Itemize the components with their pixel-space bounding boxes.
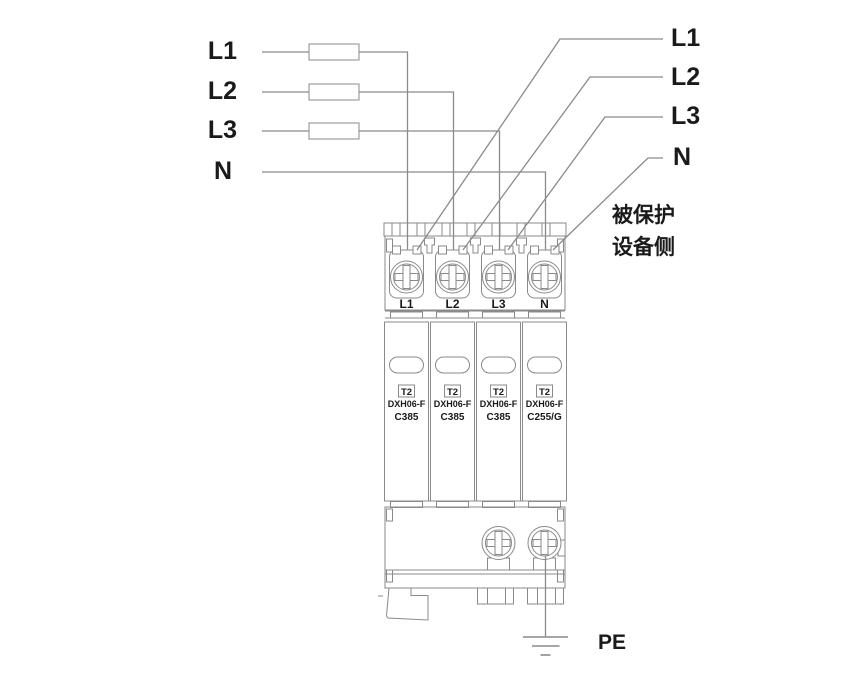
- supply-label-n: N: [214, 157, 232, 185]
- device-base: [378, 506, 566, 621]
- module-badge: T2: [493, 387, 504, 398]
- badge-box: [444, 384, 461, 398]
- badge-box: [398, 384, 415, 398]
- device-upper-body: L1 L2: [384, 235, 566, 311]
- spd-device: L1 L2: [378, 222, 567, 621]
- protected-labels: L1 L2 L3 N: [671, 24, 700, 171]
- base-teeth: [477, 587, 564, 605]
- terminal-l3: L3: [481, 245, 516, 311]
- protected-label-n: N: [673, 143, 691, 171]
- protected-label-l2: L2: [671, 63, 700, 91]
- terminal-l1: L1: [389, 245, 424, 311]
- status-window-icon: [481, 356, 516, 374]
- module-model: DXH06-F: [480, 399, 518, 409]
- status-window-icon: [389, 356, 424, 374]
- spd-module-4: T2 DXH06-F C255/G: [522, 321, 567, 502]
- protected-label-l1: L1: [671, 24, 700, 52]
- fuse-icon: [308, 43, 360, 61]
- module-variant: C385: [487, 412, 511, 423]
- module-variant: C385: [441, 412, 465, 423]
- module-variant: C255/G: [527, 412, 562, 423]
- supply-label-l2: L2: [208, 77, 237, 105]
- module-model: DXH06-F: [526, 399, 564, 409]
- protected-side-caption: 被保护 设备侧: [612, 203, 675, 259]
- wire-l1-supply: [262, 51, 409, 250]
- badge-box: [490, 384, 507, 398]
- terminal-label: N: [540, 297, 549, 311]
- protected-caption-line2: 设备侧: [612, 235, 675, 259]
- module-badge: T2: [401, 387, 412, 398]
- terminal-screw-icon: [390, 260, 423, 294]
- status-window-icon: [527, 356, 562, 374]
- spd-module-1: T2 DXH06-F C385: [384, 321, 429, 502]
- din-rail-clip-icon: [378, 587, 429, 621]
- terminal-n: N: [527, 245, 562, 311]
- terminal-screw-icon: [482, 260, 515, 294]
- wire-l2-supply: [262, 91, 455, 250]
- wire-l3-protected: [507, 116, 663, 251]
- module-release-pegs: [424, 237, 527, 254]
- terminal-screw-icon: [436, 260, 469, 294]
- supply-label-l3: L3: [208, 116, 237, 144]
- badge-box: [536, 384, 553, 398]
- supply-label-l1: L1: [208, 37, 237, 65]
- spd-module-2: T2 DXH06-F C385: [430, 321, 475, 502]
- protected-side-wiring: [416, 38, 663, 251]
- supply-labels: L1 L2 L3 N: [208, 37, 237, 185]
- status-window-icon: [435, 356, 470, 374]
- pe-label: PE: [598, 631, 626, 654]
- ground-symbol-icon: [523, 636, 568, 656]
- wire-n-supply: [262, 171, 547, 250]
- terminal-label: L1: [399, 297, 413, 311]
- pe-terminal-l: [481, 526, 516, 571]
- wire-l1-protected: [416, 38, 663, 251]
- supply-side-wiring: [262, 43, 547, 250]
- fuse-icon: [308, 122, 360, 140]
- module-top-seam: [385, 310, 565, 319]
- terminal-label: L3: [491, 297, 505, 311]
- module-variant: C385: [395, 412, 419, 423]
- fuse-icon: [308, 83, 360, 101]
- module-model: DXH06-F: [434, 399, 472, 409]
- module-badge: T2: [539, 387, 550, 398]
- wire-l3-supply: [262, 130, 501, 250]
- wire-l2-protected: [462, 76, 663, 251]
- pe-terminal-n: [527, 526, 562, 571]
- module-badge: T2: [447, 387, 458, 398]
- spd-modules: T2 DXH06-F C385 T2 DXH06-F C385 T2 DXH06…: [384, 321, 567, 502]
- terminal-l2: L2: [435, 245, 470, 311]
- terminal-label: L2: [445, 297, 459, 311]
- wire-n-protected: [552, 157, 663, 251]
- spd-module-3: T2 DXH06-F C385: [476, 321, 521, 502]
- protected-label-l3: L3: [671, 102, 700, 130]
- earth-connection: PE: [523, 556, 626, 656]
- module-model: DXH06-F: [388, 399, 426, 409]
- terminal-screw-icon: [528, 260, 561, 294]
- protected-caption-line1: 被保护: [612, 203, 675, 227]
